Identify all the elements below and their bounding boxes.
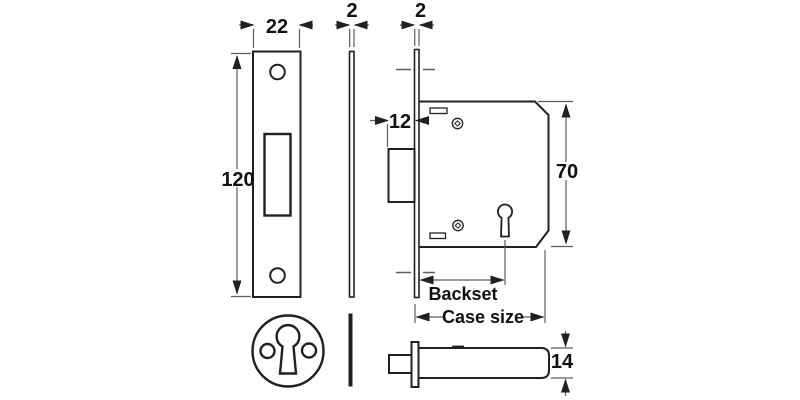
dim-forend-thickness: 2 — [400, 0, 434, 46]
screw-boss-top — [451, 117, 464, 130]
forend-plate-side — [410, 341, 420, 388]
screw-hole-bottom — [269, 267, 286, 284]
lock-body-front-view — [387, 48, 550, 299]
escutcheon-side-view — [348, 313, 353, 387]
extension-lines — [414, 29, 420, 46]
dim-label: Backset — [428, 284, 497, 304]
lock-case-outline — [419, 100, 550, 248]
dim-cover-plate-thickness: 2 — [335, 0, 369, 47]
extension-lines — [252, 29, 301, 48]
dim-strike-plate-width: 22 — [239, 16, 313, 48]
fixing-slot-top — [429, 107, 448, 115]
extension-lines — [414, 250, 546, 323]
lock-body-side-view — [388, 341, 550, 388]
dim-case-depth: 14 — [551, 331, 574, 396]
dim-backset: Backset — [419, 240, 506, 304]
screw-boss-bottom — [452, 219, 464, 232]
deadbolt — [387, 148, 416, 203]
latch-slot — [263, 132, 292, 217]
dim-value: 12 — [389, 111, 411, 133]
escutcheon-screw-hole-left — [259, 342, 276, 360]
dim-value: 2 — [415, 0, 426, 22]
cover-plate-front-view — [348, 50, 355, 298]
boss-inner-diamond — [454, 120, 461, 127]
cover-plate — [348, 50, 355, 298]
extension-lines — [349, 29, 355, 47]
boss-inner-diamond — [454, 222, 462, 229]
dim-value: 70 — [556, 161, 578, 183]
dim-case-size: Case size — [414, 250, 546, 327]
extension-lines — [551, 347, 573, 379]
extension-lines — [231, 52, 251, 298]
dim-value: 22 — [266, 16, 288, 38]
escutcheon-screw-hole-right — [300, 342, 318, 359]
escutcheon-keyhole — [275, 323, 301, 375]
dim-strike-plate-height: 120 — [221, 52, 255, 298]
screw-hole-top — [269, 63, 286, 81]
keyhole — [497, 203, 513, 238]
dim-bolt-throw: 12 — [370, 111, 429, 147]
dim-case-height: 70 — [538, 100, 578, 248]
strike-plate-front-view — [252, 50, 302, 298]
extension-lines — [538, 100, 573, 248]
dim-value: 14 — [551, 351, 574, 373]
deadbolt-side — [388, 354, 413, 374]
fixing-slot-bottom — [429, 232, 447, 240]
escutcheon-front-view — [251, 314, 325, 388]
dim-label: Case size — [442, 307, 524, 327]
dim-value: 120 — [221, 169, 254, 191]
dim-value: 2 — [346, 0, 357, 22]
lock-case-side — [417, 347, 550, 379]
